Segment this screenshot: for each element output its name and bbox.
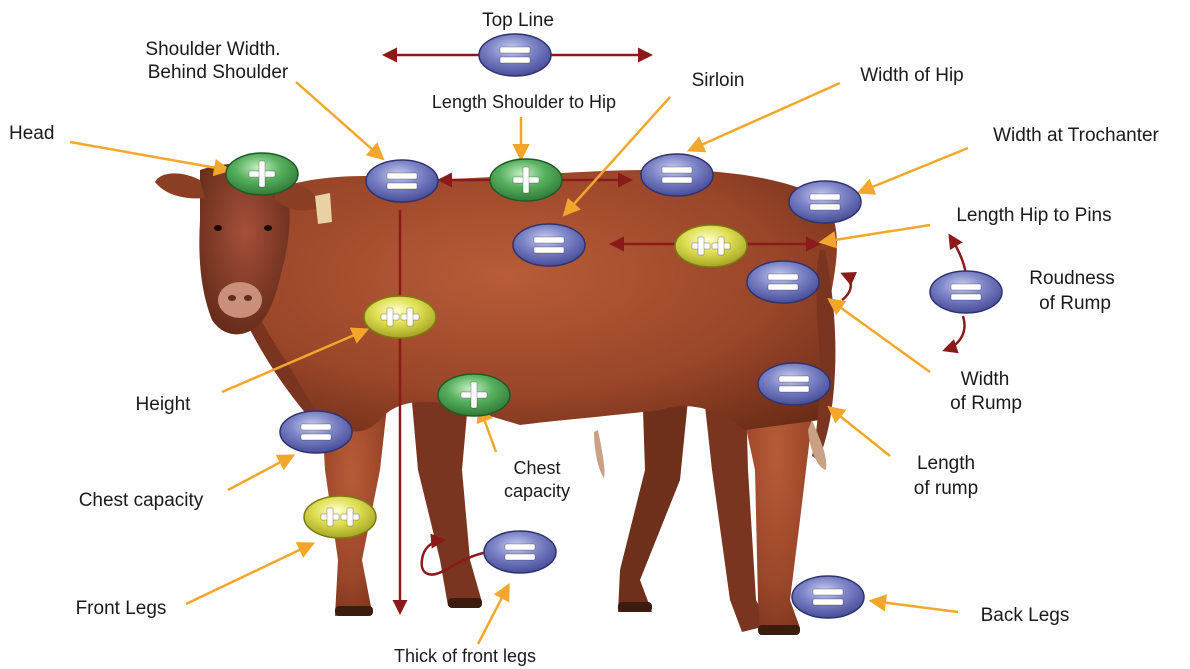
front-legs-pointer (186, 544, 312, 604)
rating-badge-chest-right (438, 374, 510, 416)
trochanter-pointer (860, 148, 968, 192)
rating-badge-thick-front-legs (484, 531, 556, 573)
rating-badge-head (226, 153, 298, 195)
head-pointer (70, 142, 228, 170)
muzzle (218, 282, 262, 318)
label-behind-shoulder: Behind Shoulder (148, 62, 289, 83)
label-of-rump-width: of Rump (950, 393, 1022, 414)
rating-badge-shoulder-width (366, 160, 438, 202)
rump-arc (842, 274, 851, 300)
label-back-legs: Back Legs (981, 605, 1070, 626)
rating-badge-front-legs (304, 496, 376, 538)
label-width-of-hip: Width of Hip (860, 65, 963, 86)
label-shoulder-width: Shoulder Width. (145, 39, 280, 60)
rating-badge-roundness-of-rump (930, 271, 1002, 313)
label-of-rump-length: of rump (914, 478, 978, 499)
chest-left-pointer (228, 456, 292, 490)
rating-badge-sirloin (513, 224, 585, 266)
thick-legs-pointer (478, 586, 508, 644)
label-width-trochanter: Width at Trochanter (993, 125, 1159, 146)
label-top-line: Top Line (482, 10, 554, 31)
label-length: Length (917, 453, 975, 474)
label-of-rump: of Rump (1039, 293, 1111, 314)
label-chest-capacity: Chest capacity (79, 490, 204, 511)
label-length-shoulder-hip: Length Shoulder to Hip (432, 92, 616, 112)
rating-badge-width-of-rump (747, 261, 819, 303)
width-hip-pointer (690, 83, 840, 150)
label-length-hip-pins: Length Hip to Pins (956, 205, 1111, 226)
label-head: Head (9, 123, 54, 144)
left-ear (155, 173, 205, 198)
label-roundness: Roudness (1029, 268, 1115, 289)
rating-badge-length-hip-pins (675, 225, 747, 267)
rating-badge-top-line (479, 34, 551, 76)
rating-badge-width-trochanter (789, 181, 861, 223)
rating-badge-length-shoulder-hip (490, 159, 562, 201)
label-height: Height (136, 394, 192, 415)
label-thick-front-legs: Thick of front legs (394, 646, 536, 666)
hip-pins-pointer (822, 225, 930, 242)
length-rump-pointer (830, 408, 890, 456)
rating-badge-back-legs (792, 576, 864, 618)
rating-badge-length-of-rump (758, 363, 830, 405)
label-width: Width (961, 369, 1010, 390)
width-rump-pointer (830, 300, 930, 372)
label-chest: Chest (513, 458, 560, 478)
label-front-legs: Front Legs (76, 598, 167, 619)
rating-badge-chest-left (280, 411, 352, 453)
label-capacity: capacity (504, 481, 570, 501)
rating-badge-width-of-hip (641, 154, 713, 196)
back-legs-pointer (872, 601, 958, 612)
shoulder-pointer (296, 82, 382, 158)
rating-badge-height (364, 296, 436, 338)
label-sirloin: Sirloin (692, 70, 745, 91)
